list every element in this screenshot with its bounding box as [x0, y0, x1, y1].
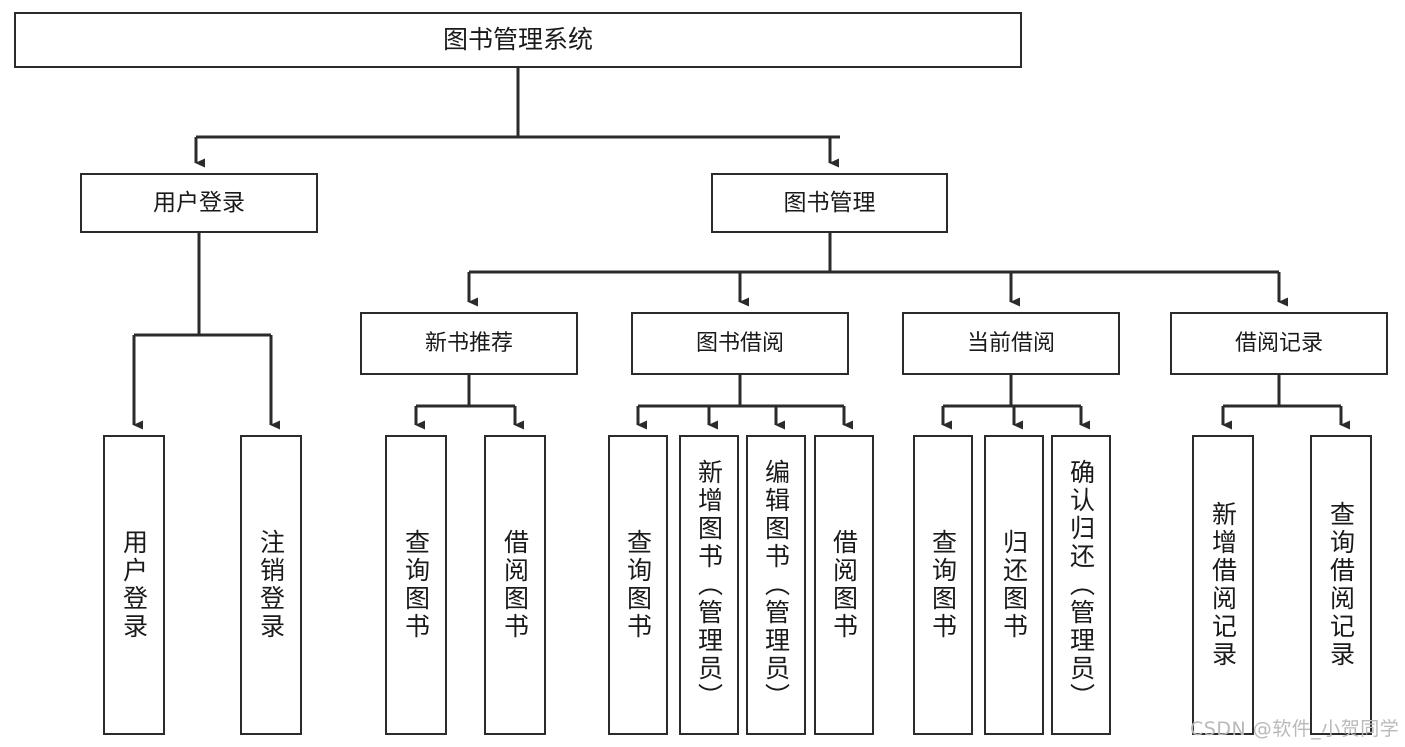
- node-borrow-record[interactable]: 借阅记录: [1170, 312, 1388, 375]
- node-user-login-label: 用户登录: [153, 189, 245, 216]
- node-new-book-recommend[interactable]: 新书推荐: [360, 312, 578, 375]
- node-leaf-add-book-admin-label: 新增图书（管理员）: [694, 459, 724, 711]
- node-book-manage[interactable]: 图书管理: [711, 173, 948, 233]
- node-leaf-confirm-return-admin-label: 确认归还（管理员）: [1066, 459, 1096, 711]
- node-leaf-query-book-3[interactable]: 查询图书: [913, 435, 973, 735]
- node-leaf-logout-login-label: 注销登录: [256, 529, 286, 641]
- node-borrow-record-label: 借阅记录: [1234, 330, 1323, 356]
- node-leaf-return-book[interactable]: 归还图书: [984, 435, 1044, 735]
- node-leaf-borrow-book-1-label: 借阅图书: [500, 529, 530, 641]
- node-leaf-query-borrow-record-label: 查询借阅记录: [1326, 501, 1356, 669]
- node-leaf-query-book-1-label: 查询图书: [401, 529, 431, 641]
- node-leaf-edit-book-admin-label: 编辑图书（管理员）: [761, 459, 791, 711]
- node-leaf-edit-book-admin[interactable]: 编辑图书（管理员）: [746, 435, 806, 735]
- node-leaf-add-book-admin[interactable]: 新增图书（管理员）: [679, 435, 739, 735]
- node-book-borrow-label: 图书借阅: [695, 330, 784, 356]
- node-leaf-add-borrow-record-label: 新增借阅记录: [1208, 501, 1238, 669]
- node-root[interactable]: 图书管理系统: [14, 12, 1022, 68]
- node-leaf-borrow-book-2-label: 借阅图书: [829, 529, 859, 641]
- node-leaf-borrow-book-1[interactable]: 借阅图书: [484, 435, 546, 735]
- node-new-book-recommend-label: 新书推荐: [424, 330, 513, 356]
- node-current-borrow-label: 当前借阅: [966, 330, 1055, 356]
- node-leaf-borrow-book-2[interactable]: 借阅图书: [814, 435, 874, 735]
- node-leaf-query-book-2[interactable]: 查询图书: [608, 435, 668, 735]
- node-leaf-user-login[interactable]: 用户登录: [103, 435, 165, 735]
- node-leaf-logout-login[interactable]: 注销登录: [240, 435, 302, 735]
- node-leaf-query-book-1[interactable]: 查询图书: [385, 435, 447, 735]
- node-book-borrow[interactable]: 图书借阅: [631, 312, 849, 375]
- node-user-login[interactable]: 用户登录: [80, 173, 318, 233]
- node-leaf-confirm-return-admin[interactable]: 确认归还（管理员）: [1051, 435, 1111, 735]
- node-leaf-return-book-label: 归还图书: [999, 529, 1029, 641]
- node-current-borrow[interactable]: 当前借阅: [902, 312, 1120, 375]
- node-leaf-query-borrow-record[interactable]: 查询借阅记录: [1310, 435, 1372, 735]
- node-root-label: 图书管理系统: [442, 24, 593, 54]
- node-book-manage-label: 图书管理: [783, 189, 876, 216]
- node-leaf-query-book-3-label: 查询图书: [928, 529, 958, 641]
- node-leaf-user-login-label: 用户登录: [119, 529, 149, 641]
- node-leaf-add-borrow-record[interactable]: 新增借阅记录: [1192, 435, 1254, 735]
- node-leaf-query-book-2-label: 查询图书: [623, 529, 653, 641]
